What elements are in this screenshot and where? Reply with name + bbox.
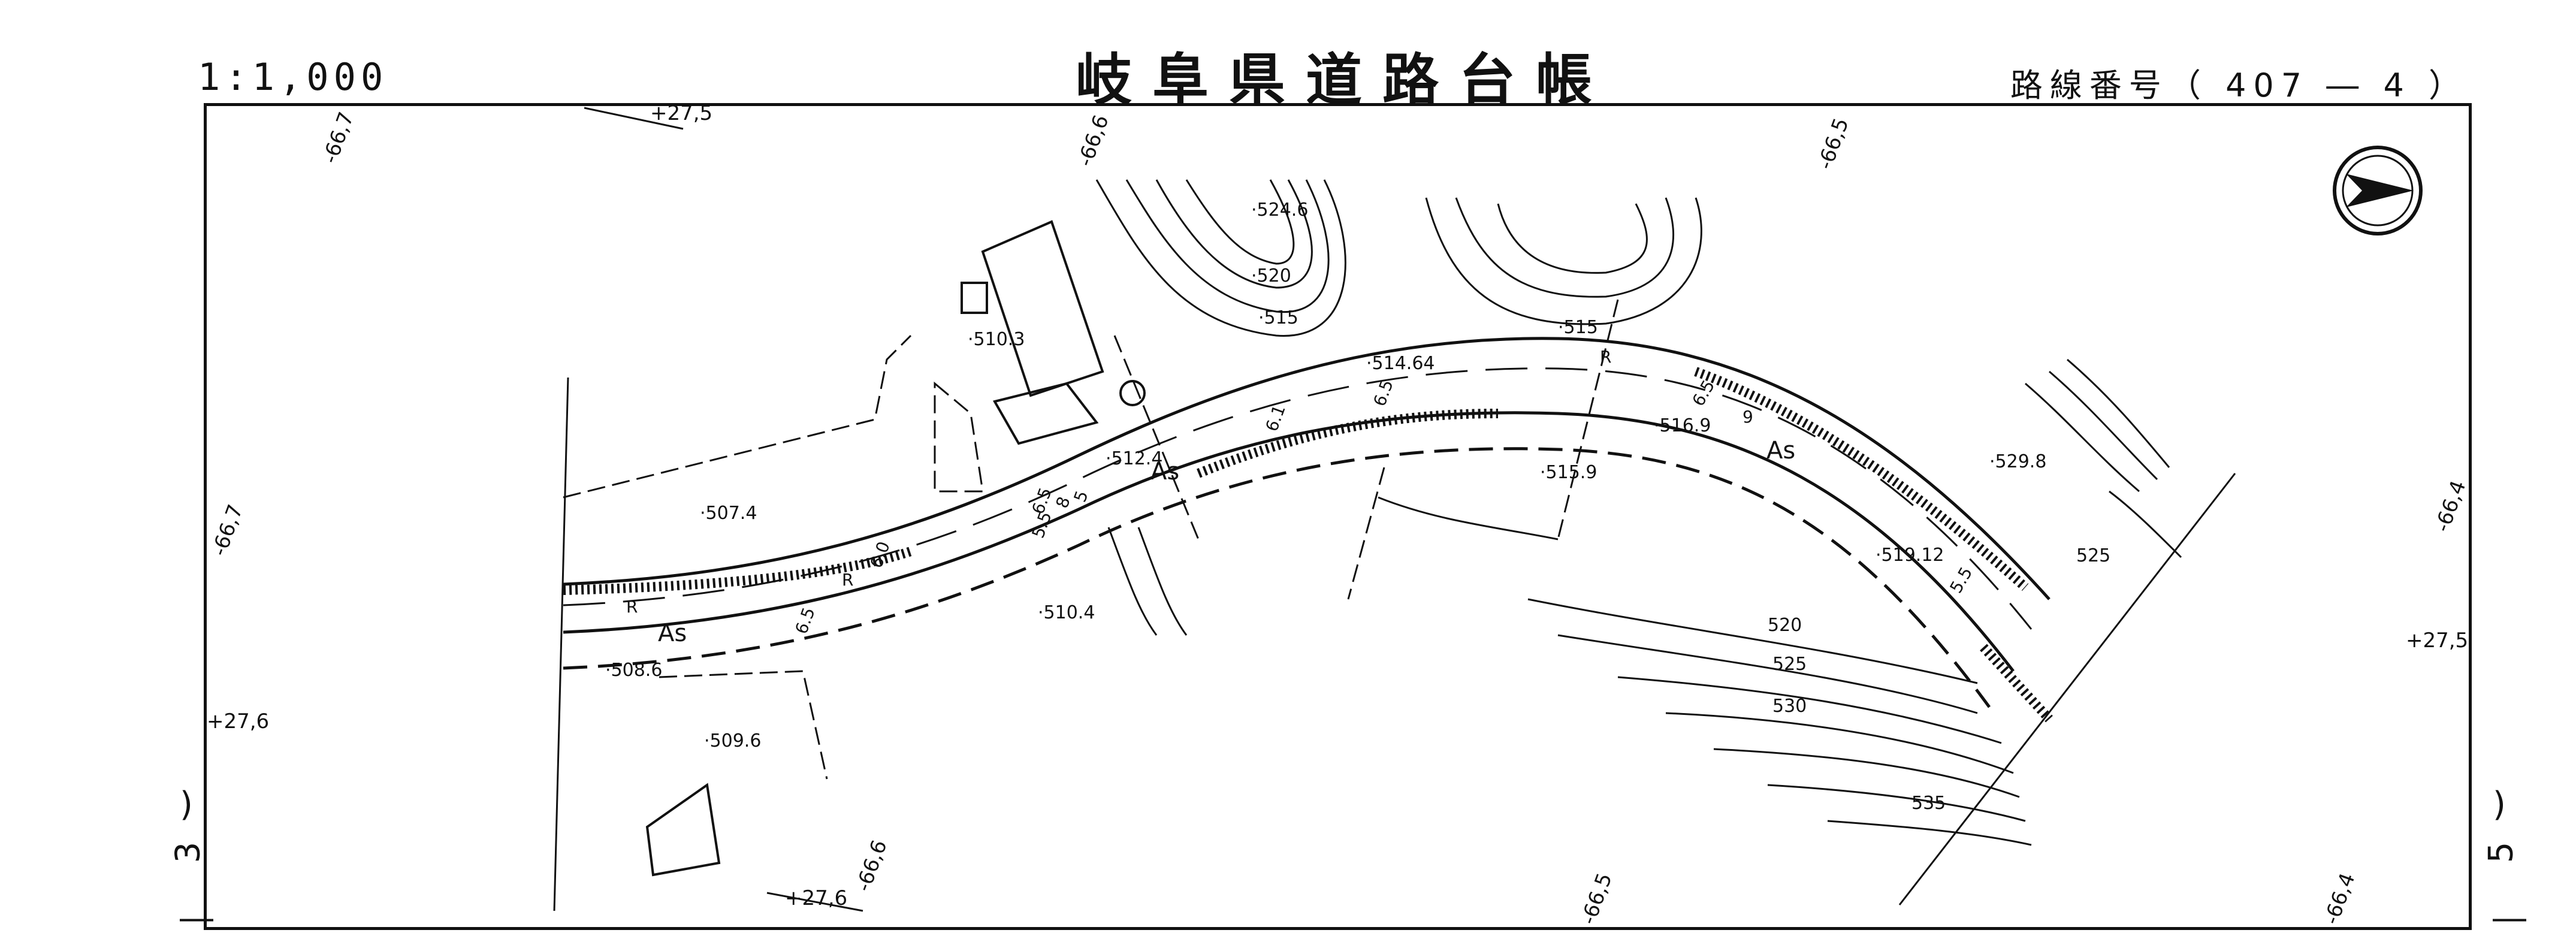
svg-text:·514.64: ·514.64 [1366, 353, 1435, 374]
svg-text:+27,5: +27,5 [2406, 629, 2468, 653]
left-dash: ― [180, 899, 213, 938]
svg-text:·512.4: ·512.4 [1106, 448, 1162, 469]
svg-text:-66,4: -66,4 [2320, 870, 2360, 928]
svg-text:5.5: 5.5 [1946, 563, 1976, 596]
svg-text:As: As [658, 620, 687, 647]
route-value: 407 ― 4 [2225, 67, 2411, 104]
svg-text:·529.8: ·529.8 [1989, 451, 2046, 472]
right-dash: ― [2493, 899, 2526, 938]
route-close: ） [2429, 67, 2468, 104]
svg-text:5.5: 5.5 [1028, 509, 1056, 541]
right-paren: ) [2493, 785, 2506, 824]
route-number: 路線番号（ 407 ― 4 ） [2010, 59, 2468, 106]
elevation-labels: ·524.6 ·520 ·515 ·510.3 ·514.64 ·515 ·51… [605, 200, 2110, 814]
svg-text:R: R [842, 570, 853, 590]
svg-text:·515.9: ·515.9 [1540, 462, 1597, 483]
svg-text:-66,6: -66,6 [851, 837, 892, 895]
svg-text:As: As [1766, 437, 1795, 464]
svg-text:525: 525 [2076, 545, 2110, 566]
svg-text:·510.4: ·510.4 [1038, 602, 1095, 623]
svg-text:+27,5: +27,5 [650, 101, 712, 125]
svg-text:As: As [1150, 458, 1179, 485]
svg-text:·508.6: ·508.6 [605, 660, 662, 681]
route-label: 路線番号（ [2010, 67, 2208, 104]
svg-text:·515: ·515 [1258, 307, 1298, 328]
svg-text:R: R [1600, 347, 1611, 367]
svg-text:520: 520 [1768, 615, 1802, 636]
svg-text:·515: ·515 [1558, 317, 1598, 338]
left-paren: ) [180, 785, 193, 824]
svg-text:·509.6: ·509.6 [704, 730, 761, 751]
svg-text:R: R [626, 597, 638, 617]
svg-text:-66,4: -66,4 [2430, 478, 2471, 535]
svg-text:9: 9 [1743, 407, 1753, 427]
contours [1095, 179, 2182, 846]
svg-text:+27,6: +27,6 [207, 709, 269, 733]
scale-label: 1:1,000 [198, 55, 388, 99]
svg-text:6.5: 6.5 [792, 605, 819, 636]
svg-text:·524.6: ·524.6 [1251, 200, 1308, 221]
svg-text:6.0: 6.0 [866, 539, 894, 570]
svg-text:-66,5: -66,5 [1813, 115, 1854, 173]
svg-text:·510.3: ·510.3 [968, 329, 1025, 350]
grid-lines [553, 107, 2236, 912]
boundaries [563, 299, 1619, 780]
svg-text:·519.12: ·519.12 [1876, 545, 1944, 566]
road [563, 337, 2050, 708]
width-labels: 6.5 6.0 6.5 8 5 6.1 6.5 6.5 9 5.5 5.5 [792, 376, 1977, 636]
svg-text:525: 525 [1772, 654, 1807, 675]
svg-text:·516.9: ·516.9 [1654, 415, 1711, 436]
svg-text:-66,7: -66,7 [207, 502, 248, 559]
map-frame [204, 103, 2472, 930]
retaining-walls [563, 367, 2053, 723]
north-arrow-icon [2333, 146, 2423, 236]
buildings [645, 220, 1146, 877]
svg-text:530: 530 [1772, 696, 1807, 717]
svg-text:·507.4: ·507.4 [700, 503, 757, 524]
road-labels: As As As R R R [626, 347, 1795, 647]
svg-text:535: 535 [1911, 793, 1946, 814]
map-title: 岐阜県道路台帳 [1076, 47, 1613, 113]
grid-labels: -66,7 +27,5 -66,6 -66,5 -66,7 -66,4 +27,… [207, 101, 2471, 928]
svg-text:6.5: 6.5 [1688, 376, 1719, 409]
svg-text:-66,5: -66,5 [1577, 870, 1617, 928]
svg-text:-66,6: -66,6 [1073, 112, 1114, 170]
svg-text:+27,6: +27,6 [785, 886, 847, 910]
svg-text:-66,7: -66,7 [318, 109, 359, 167]
svg-text:·520: ·520 [1251, 265, 1291, 286]
